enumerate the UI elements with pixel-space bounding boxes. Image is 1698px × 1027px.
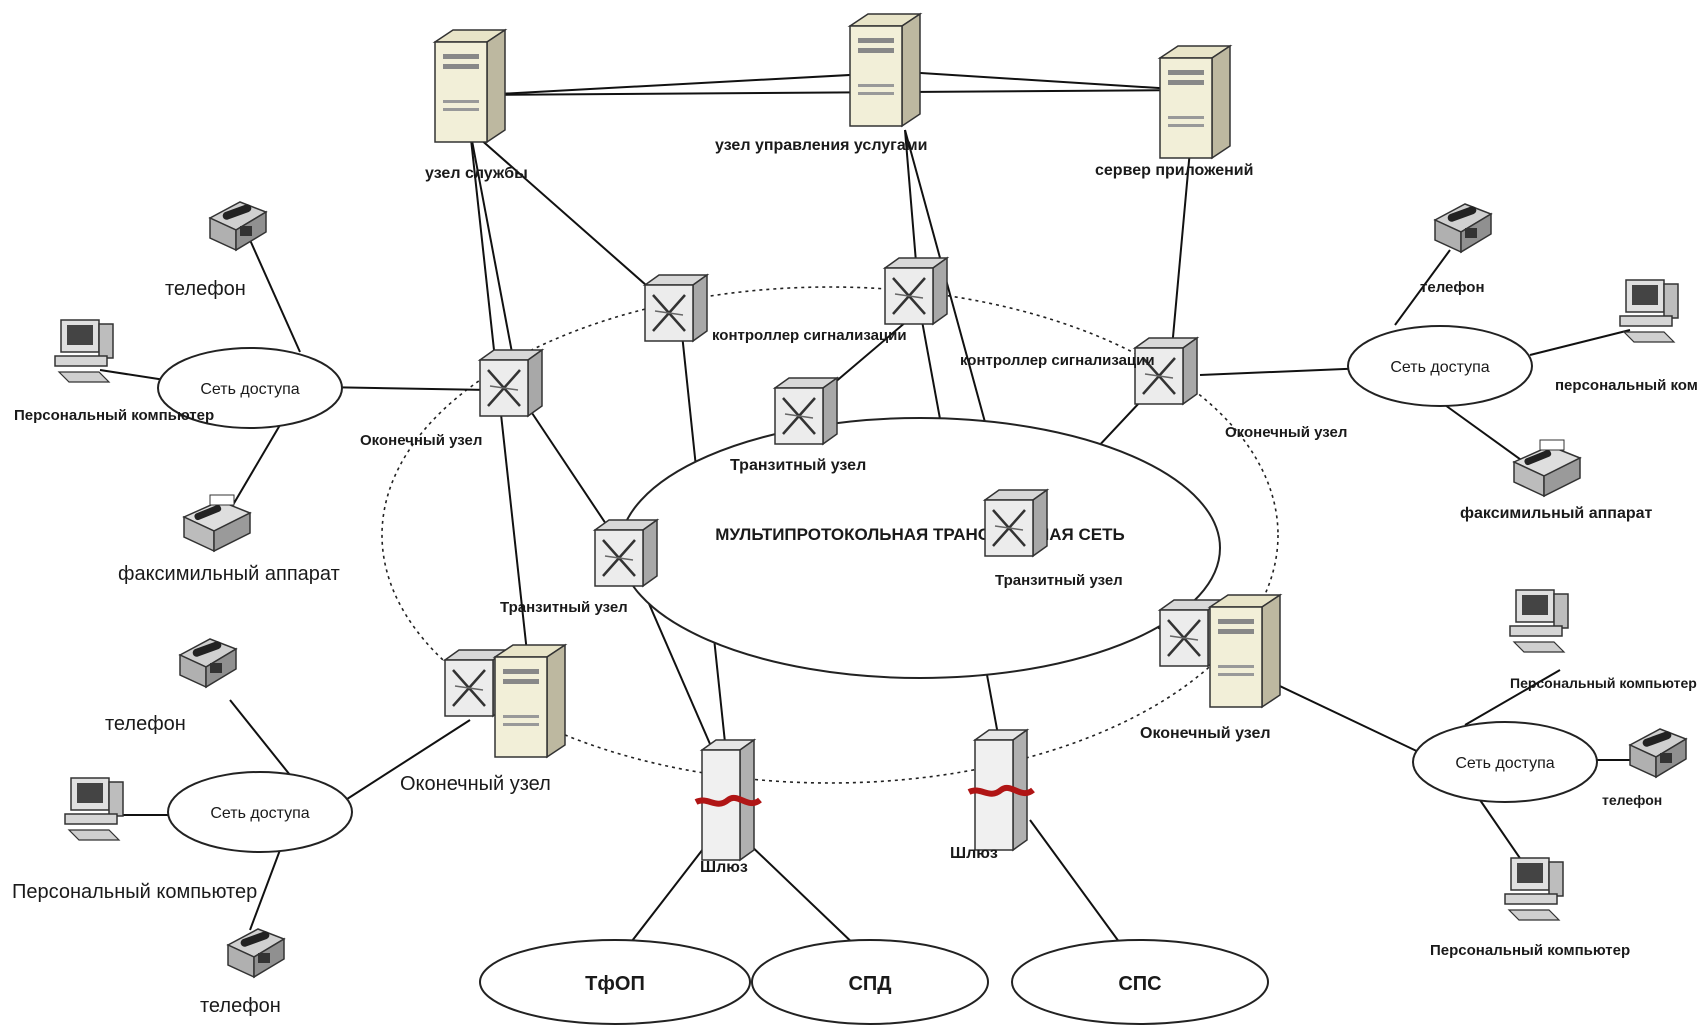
app-server-icon (1159, 45, 1231, 159)
rt-phone-label: телефон (1420, 279, 1485, 296)
app-server-label: сервер приложений (1095, 162, 1253, 179)
svg-text:контроллер сигнализации: контроллер сигнализации (712, 327, 907, 344)
access-net-left-bottom (167, 771, 353, 853)
rb-phone-icon (1629, 728, 1687, 778)
lb-pc-label: Персональный компьютер (12, 881, 257, 903)
lt-pc-label: Персональный компьютер (14, 407, 214, 424)
gateway-right-icon (969, 730, 1033, 850)
lt-fax-label: факсимильный аппарат (118, 563, 340, 585)
rb-pc-bottom-label: Персональный компьютер (1430, 942, 1630, 959)
access-net-right-top-label: Сеть доступа (1390, 359, 1489, 376)
rt-pc-icon (1619, 279, 1679, 343)
end-node-bottom-right-label: Оконечный узел (1140, 725, 1271, 742)
transit-node-top-icon (773, 376, 839, 446)
rb-pc-top-icon (1509, 589, 1569, 653)
rt-fax-icon (1513, 439, 1581, 497)
signal-controller-2-icon (883, 256, 949, 326)
services-node-server-icon (434, 29, 506, 143)
transit-node-left-label: Транзитный узел (500, 599, 628, 616)
transit-node-top-label: Транзитный узел (730, 457, 866, 474)
lb-phone-top-label: телефон (105, 713, 186, 735)
lb-phone-bottom-icon (227, 928, 285, 978)
rb-phone-label: телефон (1602, 792, 1662, 808)
lt-pc-icon (54, 319, 114, 383)
lb-phone-bottom-label: телефон (200, 995, 281, 1017)
multiprotocol-network (619, 417, 1221, 679)
svg-text:контроллер сигнализации: контроллер сигнализации (960, 352, 1155, 369)
gateway-left-label: Шлюз (700, 859, 748, 876)
tfop-label: ТфОП (585, 973, 645, 995)
gateway-left-icon (696, 740, 760, 860)
gateway-right-label: Шлюз (950, 845, 998, 862)
access-net-left-top (157, 347, 343, 429)
transit-node-left-icon (593, 518, 659, 588)
sps-label: СПС (1118, 973, 1161, 995)
tfop-network (479, 939, 751, 1025)
rt-phone-icon (1434, 203, 1492, 253)
rb-pc-top-label: Персональный компьютер (1510, 675, 1697, 691)
signal-controller-1-icon (643, 273, 709, 343)
access-net-left-bottom-label: Сеть доступа (210, 805, 309, 822)
rt-pc-label: персональный компьютер (1555, 377, 1698, 394)
end-node-bottom-left-label: Оконечный узел (400, 773, 551, 795)
center-network-label: МУЛЬТИПРОТОКОЛЬНАЯ ТРАНСПОРТНАЯ СЕТЬ (715, 525, 1124, 544)
end-node-bottom-left-server-icon (494, 644, 566, 758)
end-node-right-icon (1133, 336, 1199, 406)
lb-pc-icon (64, 777, 124, 841)
transit-node-right-icon (983, 488, 1049, 558)
spd-network (751, 939, 989, 1025)
signal-controller-2-label: контроллер сигнализации (960, 352, 1155, 369)
lb-phone-top-icon (179, 638, 237, 688)
signal-controller-1-label: контроллер сигнализации (712, 327, 907, 344)
transit-node-right-label: Транзитный узел (995, 572, 1123, 589)
svg-text:МУЛЬТИПРОТОКОЛЬНАЯ ТРАНСПОРТНА: МУЛЬТИПРОТОКОЛЬНАЯ ТРАНСПОРТНАЯ СЕТЬ (715, 525, 1124, 544)
lt-fax-icon (183, 494, 251, 552)
access-net-right-bottom (1412, 721, 1598, 803)
sps-network (1011, 939, 1269, 1025)
outer-ring (381, 286, 1279, 784)
lt-phone-label: телефон (165, 278, 246, 300)
access-net-right-bottom-label: Сеть доступа (1455, 755, 1554, 772)
services-node-label: узел службы (425, 165, 528, 182)
service-control-server-icon (849, 13, 921, 127)
spd-label: СПД (848, 973, 891, 995)
rt-fax-label: факсимильный аппарат (1460, 505, 1653, 522)
service-control-node-label: узел управления услугами (715, 137, 927, 154)
end-node-left-icon (478, 348, 544, 418)
access-net-right-top (1347, 325, 1533, 407)
end-node-bottom-right-server-icon (1209, 594, 1281, 708)
lt-phone-icon (209, 201, 267, 251)
end-node-left-label: Оконечный узел (360, 432, 482, 449)
end-node-right-label: Оконечный узел (1225, 424, 1347, 441)
access-net-left-top-label: Сеть доступа (200, 381, 299, 398)
rb-pc-bottom-icon (1504, 857, 1564, 921)
